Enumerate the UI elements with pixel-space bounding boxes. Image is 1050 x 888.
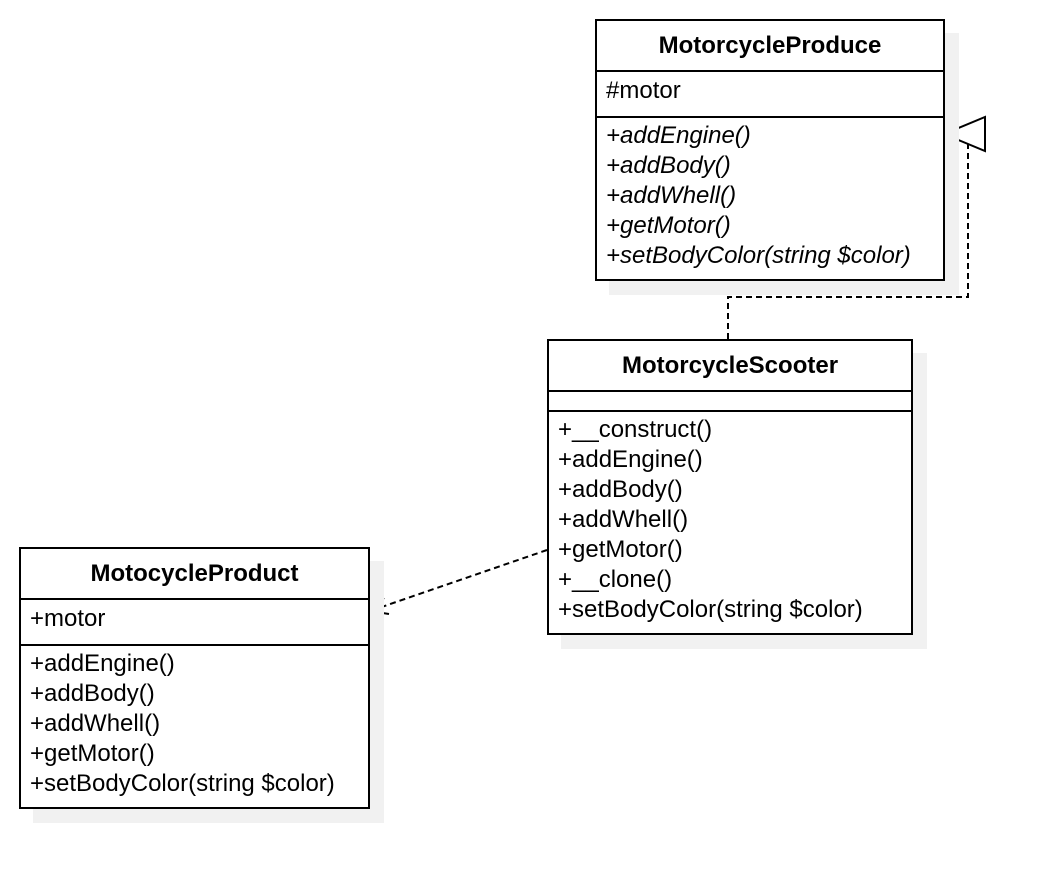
- operation: +__clone(): [558, 566, 673, 593]
- operation: +addBody(): [558, 476, 683, 503]
- attribute: #motor: [606, 77, 681, 104]
- operation: +setBodyColor(string $color): [30, 770, 335, 797]
- class-name: MotorcycleProduce: [597, 21, 943, 72]
- class-name: MotocycleProduct: [21, 549, 368, 600]
- realization-connector: [727, 139, 969, 339]
- operation: +setBodyColor(string $color): [606, 242, 911, 269]
- operation: +addEngine(): [606, 122, 751, 149]
- operation: +addBody(): [30, 680, 155, 707]
- operation: +getMotor(): [30, 740, 155, 767]
- class-motorcycle-scooter[interactable]: MotorcycleScooter +__construct() +addEng…: [547, 339, 913, 635]
- attributes-section: [549, 392, 911, 412]
- class-motorcycle-produce[interactable]: MotorcycleProduce #motor +addEngine() +a…: [595, 19, 945, 281]
- class-motocycle-product[interactable]: MotocycleProduct +motor +addEngine() +ad…: [19, 547, 370, 809]
- operations-section: +addEngine() +addBody() +addWhell() +get…: [21, 646, 368, 799]
- operation: +__construct(): [558, 416, 713, 443]
- operation: +addWhell(): [606, 182, 737, 209]
- operation: +getMotor(): [606, 212, 731, 239]
- operation: +addWhell(): [558, 506, 689, 533]
- operation: +addEngine(): [30, 650, 175, 677]
- operation: +addEngine(): [558, 446, 703, 473]
- operations-section: +__construct() +addEngine() +addBody() +…: [549, 412, 911, 625]
- operations-section: +addEngine() +addBody() +addWhell() +get…: [597, 118, 943, 271]
- operation: +addBody(): [606, 152, 731, 179]
- operation: +setBodyColor(string $color): [558, 596, 863, 623]
- operation: +getMotor(): [558, 536, 683, 563]
- attributes-section: #motor: [597, 72, 943, 118]
- dependency-connector: [369, 549, 548, 612]
- realization-arrowhead-icon: [941, 115, 986, 153]
- class-name: MotorcycleScooter: [549, 341, 911, 392]
- operation: +addWhell(): [30, 710, 161, 737]
- attributes-section: +motor: [21, 600, 368, 646]
- attribute: +motor: [30, 605, 106, 632]
